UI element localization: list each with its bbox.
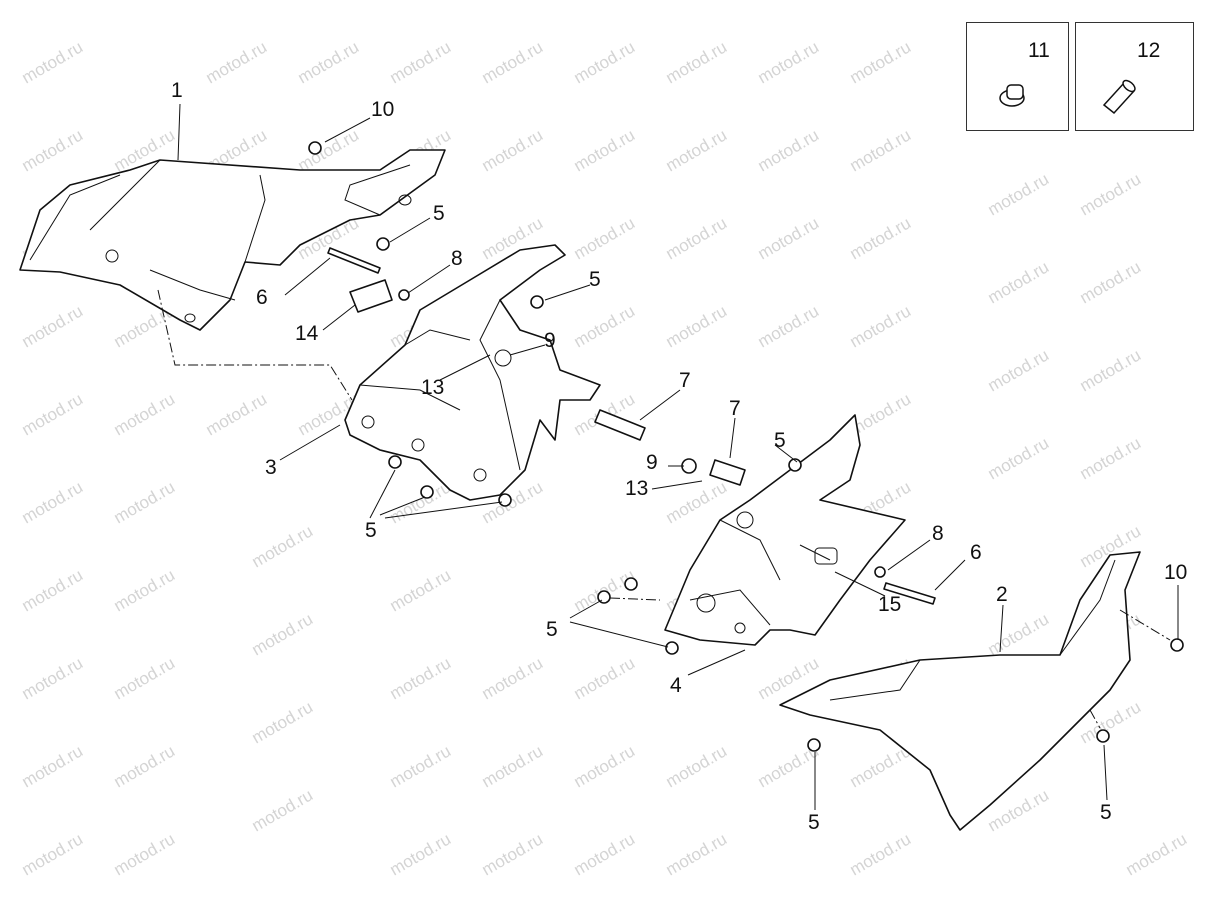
spacer-7-a bbox=[594, 409, 646, 441]
part-4-lower-bracket bbox=[664, 414, 906, 646]
spacer-7-b bbox=[709, 459, 746, 486]
callout-5: 5 bbox=[546, 618, 558, 641]
callout-12: 12 bbox=[1137, 39, 1161, 62]
callout-13: 13 bbox=[421, 376, 445, 399]
callout-2: 2 bbox=[996, 583, 1008, 606]
callout-9: 9 bbox=[544, 329, 556, 352]
part-2-lower-side-panel bbox=[779, 551, 1141, 831]
callout-8: 8 bbox=[932, 522, 944, 545]
callout-10: 10 bbox=[371, 98, 395, 121]
callout-5: 5 bbox=[774, 429, 786, 452]
inset-part-11 bbox=[966, 22, 1069, 131]
inset-part-12 bbox=[1075, 22, 1194, 131]
push-rivet-icon bbox=[999, 84, 1025, 107]
callout-7: 7 bbox=[729, 397, 741, 420]
callout-4: 4 bbox=[670, 674, 682, 697]
callout-10: 10 bbox=[1164, 561, 1188, 584]
callout-5: 5 bbox=[808, 811, 820, 834]
callout-3: 3 bbox=[265, 456, 277, 479]
callout-7: 7 bbox=[679, 369, 691, 392]
callout-5: 5 bbox=[1100, 801, 1112, 824]
callout-5: 5 bbox=[589, 268, 601, 291]
part-3-inner-panel bbox=[344, 244, 601, 501]
callout-1: 1 bbox=[171, 79, 183, 102]
callout-15: 15 bbox=[878, 593, 902, 616]
part-1-upper-side-panel bbox=[19, 149, 446, 331]
leader-lines bbox=[157, 103, 1179, 810]
callout-13: 13 bbox=[625, 477, 649, 500]
bolt-6-b bbox=[883, 582, 936, 605]
spacer-sleeve-icon bbox=[1102, 79, 1136, 115]
callout-5: 5 bbox=[365, 519, 377, 542]
callout-5: 5 bbox=[433, 202, 445, 225]
bolt-6-a bbox=[327, 247, 381, 274]
callout-9: 9 bbox=[646, 451, 658, 474]
callout-8: 8 bbox=[451, 247, 463, 270]
callout-11: 11 bbox=[1028, 39, 1050, 62]
callout-6: 6 bbox=[256, 286, 268, 309]
callout-14: 14 bbox=[295, 322, 319, 345]
callout-6: 6 bbox=[970, 541, 982, 564]
fasteners bbox=[308, 141, 1184, 752]
